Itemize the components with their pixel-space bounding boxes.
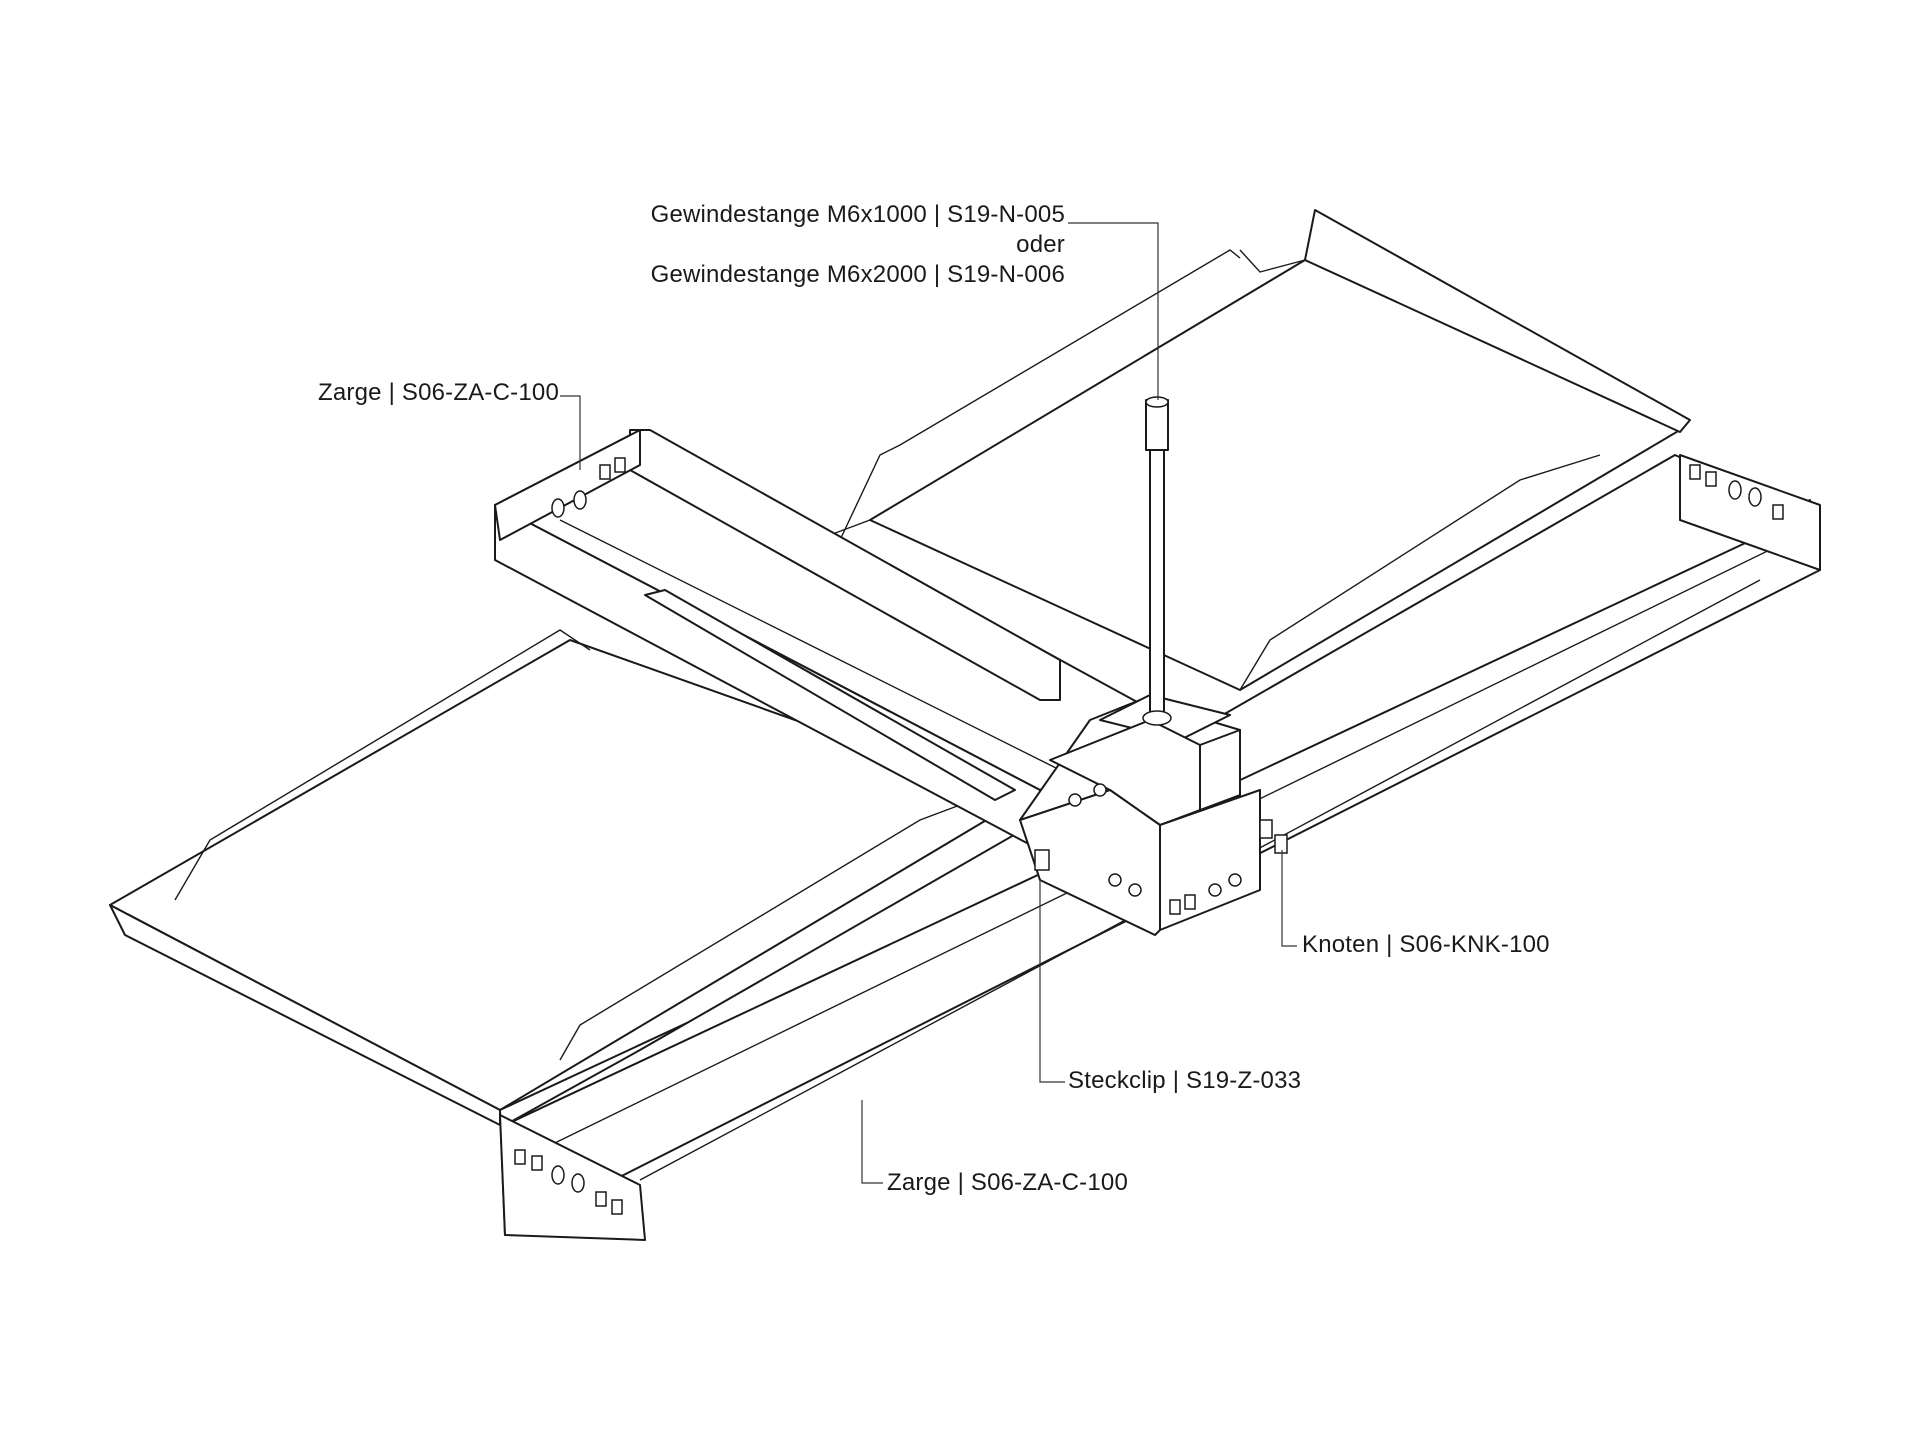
- label-zarge-top: Zarge | S06-ZA-C-100: [318, 379, 559, 406]
- node-connector: [1019, 694, 1288, 936]
- beam-short: [494, 429, 1171, 851]
- label-rod-line1: Gewindestange M6x1000 | S19-N-005: [650, 201, 1065, 228]
- threaded-rod: [1142, 396, 1172, 726]
- label-steckclip: Steckclip | S19-Z-033: [1068, 1067, 1302, 1094]
- label-knoten: Knoten | S06-KNK-100: [1302, 931, 1550, 958]
- panel-upper-right: [774, 209, 1691, 691]
- label-rod-line3: Gewindestange M6x2000 | S19-N-006: [650, 261, 1065, 288]
- label-zarge-bottom: Zarge | S06-ZA-C-100: [887, 1169, 1128, 1196]
- leader-lines: [560, 222, 1297, 1184]
- label-rod-line2: oder: [1016, 231, 1065, 258]
- panel-lower-left: [109, 629, 1021, 1126]
